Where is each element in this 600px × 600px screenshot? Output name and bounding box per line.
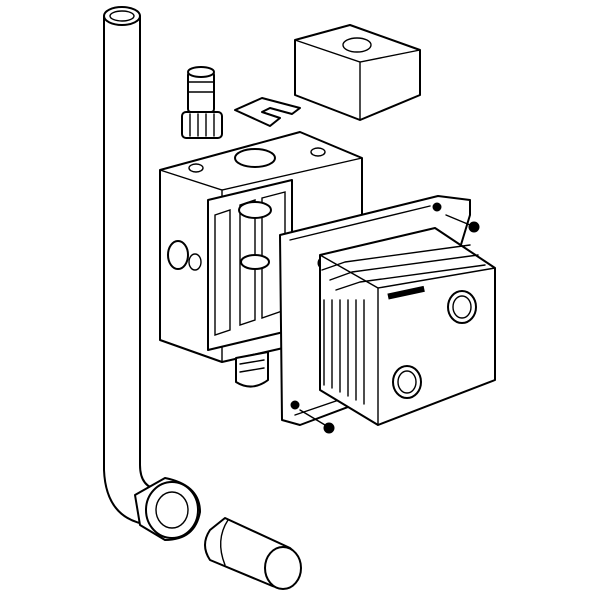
pipe-fitting — [134, 477, 201, 541]
retaining-clip — [234, 97, 301, 127]
screw-bottom — [299, 409, 335, 434]
screw-top — [445, 214, 480, 233]
valve-insert — [181, 66, 223, 139]
foam-block — [294, 24, 421, 121]
pipe — [103, 6, 161, 526]
connector-sleeve — [204, 517, 302, 590]
installation-box — [159, 131, 363, 388]
protective-cover — [319, 227, 496, 426]
